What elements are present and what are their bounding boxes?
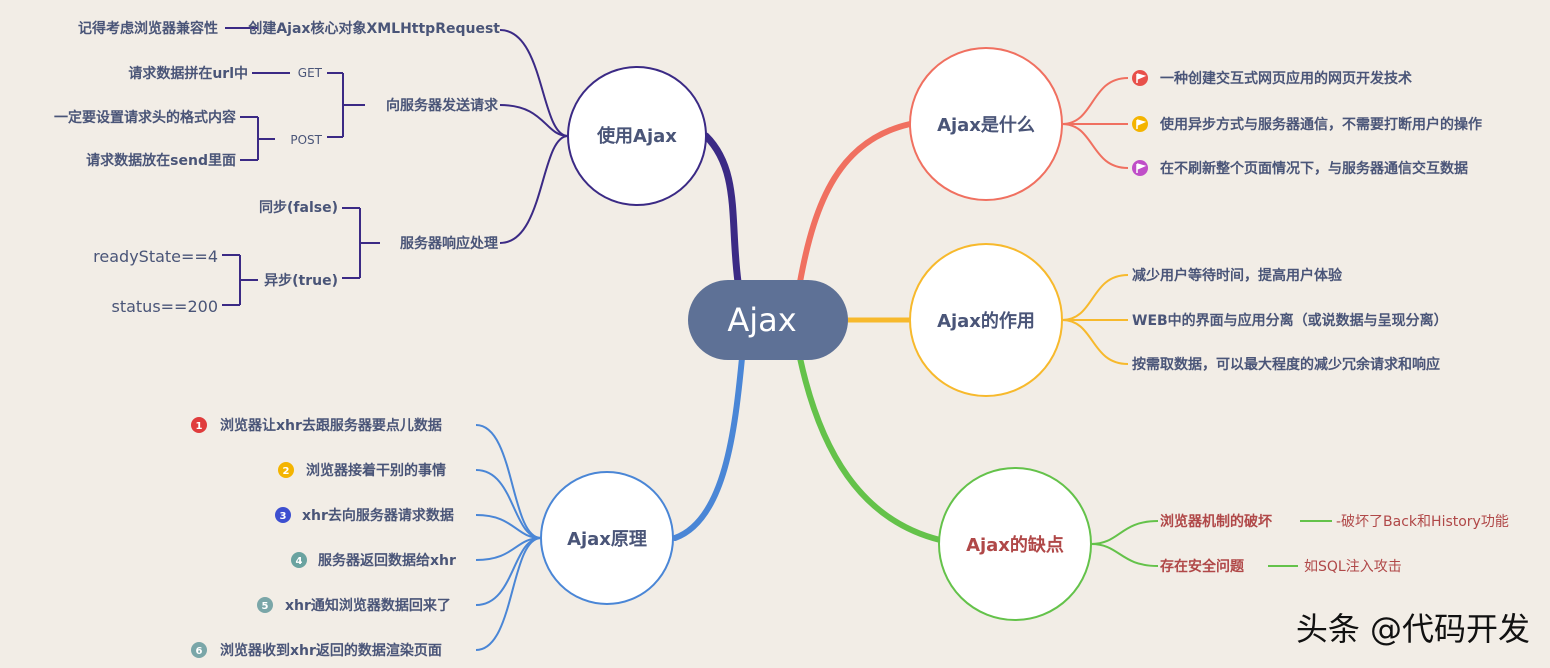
center-label: Ajax [727, 301, 796, 339]
use-post-note-1: 一定要设置请求头的格式内容 [54, 109, 236, 126]
use-response-label: 服务器响应处理 [400, 235, 498, 252]
step-number-icon [191, 642, 207, 658]
step-number-icon [257, 597, 273, 613]
branch-cons [797, 355, 943, 543]
cons-item-1-note: -破坏了Back和History功能 [1336, 514, 1509, 530]
principle-connectors [475, 424, 542, 651]
principle-step-2: 2 浏览器接着干别的事情 [278, 462, 446, 479]
topic-what-label: Ajax是什么 [937, 114, 1035, 136]
what-flag-1 [1132, 70, 1148, 86]
step-text: 浏览器接着干别的事情 [306, 462, 446, 479]
what-item-3: 在不刷新整个页面情况下，与服务器通信交互数据 [1160, 160, 1468, 177]
use-post-label: POST [290, 133, 322, 147]
principle-step-4: 4 服务器返回数据给xhr [291, 552, 456, 569]
what-flag-2 [1132, 116, 1148, 132]
center-node[interactable] [688, 280, 848, 360]
role-item-1: 减少用户等待时间，提高用户体验 [1132, 267, 1343, 284]
step-number: 6 [196, 646, 203, 657]
step-number-icon [291, 552, 307, 568]
role-item-2: WEB中的界面与应用分离（或说数据与呈现分离） [1132, 312, 1448, 329]
step-number: 1 [196, 421, 203, 432]
use-send-label: 向服务器发送请求 [386, 97, 499, 114]
step-number-icon [278, 462, 294, 478]
step-number: 4 [296, 556, 303, 567]
topic-role-label: Ajax的作用 [937, 310, 1035, 332]
step-text: xhr去向服务器请求数据 [302, 507, 454, 524]
purple-flag-icon [1136, 163, 1147, 173]
what-flag-3 [1132, 160, 1148, 176]
step-text: 服务器返回数据给xhr [318, 552, 456, 569]
principle-step-6: 6 浏览器收到xhr返回的数据渲染页面 [191, 642, 442, 659]
principle-step-1: 1 浏览器让xhr去跟服务器要点儿数据 [191, 417, 442, 434]
use-async-note-1: readyState==4 [93, 247, 218, 266]
step-text: 浏览器收到xhr返回的数据渲染页面 [220, 642, 442, 659]
cons-connectors [1090, 520, 1332, 567]
yellow-flag-icon [1136, 119, 1147, 129]
use-create-label: 创建Ajax核心对象XMLHttpRequest [247, 20, 500, 37]
use-connectors [222, 27, 569, 306]
topic-use-label: 使用Ajax [596, 126, 677, 147]
use-sync-label: 同步(false) [259, 199, 338, 216]
step-text: xhr通知浏览器数据回来了 [285, 597, 451, 614]
cons-item-2-note: 如SQL注入攻击 [1304, 559, 1402, 575]
principle-step-5: 5 xhr通知浏览器数据回来了 [257, 597, 451, 614]
what-connectors [1061, 77, 1129, 169]
step-number-icon [191, 417, 207, 433]
use-create-note: 记得考虑浏览器兼容性 [78, 20, 218, 37]
role-item-3: 按需取数据，可以最大程度的减少冗余请求和响应 [1132, 356, 1440, 373]
principle-step-3: 3 xhr去向服务器请求数据 [275, 507, 454, 524]
red-flag-icon [1136, 73, 1147, 83]
cons-item-1-label: 浏览器机制的破坏 [1160, 513, 1272, 530]
use-async-note-2: status==200 [111, 297, 218, 316]
topic-cons-label: Ajax的缺点 [966, 534, 1064, 556]
step-number: 3 [280, 511, 287, 522]
watermark: 头条 @代码开发 [1296, 610, 1530, 648]
use-get-note: 请求数据拼在url中 [128, 65, 248, 82]
topic-principle-label: Ajax原理 [567, 529, 647, 550]
use-get-label: GET [298, 66, 323, 80]
use-async-label: 异步(true) [264, 272, 338, 289]
cons-item-2-label: 存在安全问题 [1160, 558, 1245, 575]
role-connectors [1061, 274, 1129, 365]
branch-what [797, 121, 913, 285]
branch-use [702, 132, 742, 286]
what-item-2: 使用异步方式与服务器通信，不需要打断用户的操作 [1159, 116, 1482, 133]
use-post-note-2: 请求数据放在send里面 [86, 152, 236, 169]
step-number: 2 [283, 466, 290, 477]
step-number: 5 [262, 601, 269, 612]
step-number-icon [275, 507, 291, 523]
branch-principle [672, 355, 745, 541]
what-item-1: 一种创建交互式网页应用的网页开发技术 [1160, 70, 1412, 87]
step-text: 浏览器让xhr去跟服务器要点儿数据 [220, 417, 442, 434]
